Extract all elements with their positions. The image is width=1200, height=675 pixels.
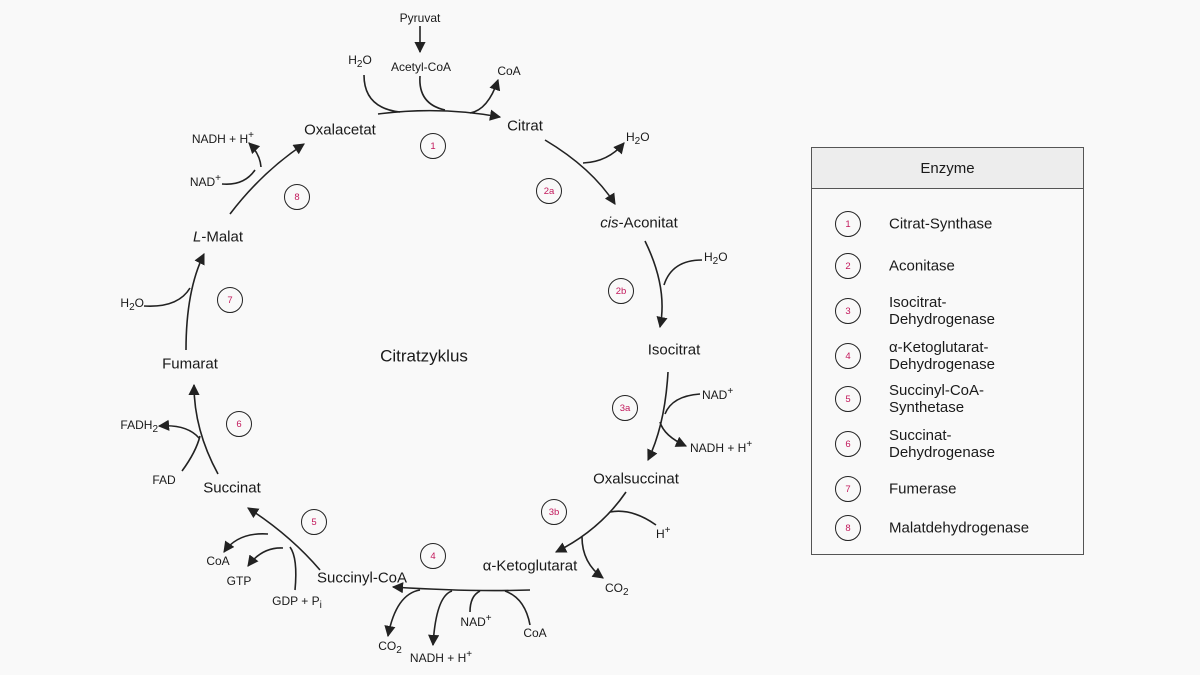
cofactor-gdp-step5: GDP + Pi [272, 593, 322, 612]
metabolite-fumarat: Fumarat [162, 355, 218, 373]
cofactor-co2-step3b: CO2 [605, 580, 629, 599]
step3a-main-arrow [647, 371, 669, 462]
legend-enzyme-name: Aconitase [889, 257, 955, 275]
cofactor-coa-step1: CoA [497, 64, 521, 78]
legend-enzyme-name: Succinat- Dehydrogenase [889, 427, 995, 461]
enzyme-legend: Enzyme 1 Citrat-Synthase 2 Aconitase 3 I… [811, 147, 1084, 555]
legend-number: 5 [835, 386, 861, 412]
cofactor-coa-step5: CoA [206, 554, 230, 568]
metabolite-ketoglutarat: α-Ketoglutarat [482, 557, 578, 575]
step7-main-arrow [185, 252, 205, 351]
metabolite-oxalacetat: Oxalacetat [304, 121, 376, 139]
cofactor-nadh-step4: NADH + H+ [409, 649, 473, 665]
step3b-co2-out [581, 536, 604, 579]
step4-co2-out [384, 589, 421, 638]
cofactor-nad-step3a: NAD+ [702, 386, 734, 402]
metabolite-l-malat: L-Malat [192, 228, 244, 246]
cofactor-nad-step4: NAD+ [460, 613, 492, 629]
step1-main-arrow [377, 109, 502, 121]
metabolite-oxalsuccinat: Oxalsuccinat [593, 470, 679, 488]
step2b-h2o-in [663, 259, 703, 286]
step2a-main-arrow [544, 139, 616, 205]
step6-main-arrow [188, 383, 219, 475]
cofactor-h-step3b: H+ [656, 525, 671, 541]
step-number-3b: 3b [541, 499, 567, 525]
legend-number: 8 [835, 515, 861, 541]
step2b-main-arrow [644, 240, 668, 329]
legend-title: Enzyme [812, 148, 1083, 189]
step2a-h2o-out [582, 142, 625, 164]
step3b-main-arrow [554, 491, 627, 553]
step7-h2o-in [143, 287, 191, 307]
cofactor-nadh-step3a: NADH + H+ [690, 439, 753, 455]
cycle-title: Citratzyklus [380, 346, 468, 366]
legend-enzyme-name: Fumerase [889, 480, 957, 498]
cofactor-pyruvat: Pyruvat [399, 11, 441, 25]
legend-number: 3 [835, 298, 861, 324]
step1-coa-out [469, 78, 501, 114]
cofactor-co2-step4: CO2 [378, 638, 402, 657]
step5-coa-out [223, 533, 269, 553]
legend-enzyme-name: Malatdehydrogenase [889, 519, 1030, 537]
cofactor-h2o-step1: H2O [348, 52, 372, 71]
step-number-3a: 3a [612, 395, 638, 421]
legend-enzyme-name: Succinyl-CoA- Synthetase [889, 382, 985, 416]
legend-enzyme-name: Citrat-Synthase [889, 215, 993, 233]
legend-number: 7 [835, 476, 861, 502]
step4-coa-in [504, 590, 531, 626]
metabolite-isocitrat: Isocitrat [647, 341, 701, 359]
cofactor-fad-step6: FAD [152, 473, 176, 487]
step-number-8: 8 [284, 184, 310, 210]
cofactor-gtp-step5: GTP [226, 574, 252, 588]
step5-gdp-in [289, 546, 297, 591]
cofactor-nadh-step8: NADH + H+ [191, 130, 254, 146]
step5-gtp-out [247, 547, 284, 567]
step8-main-arrow [229, 143, 305, 215]
metabolite-succinyl-coa: Succinyl-CoA [316, 569, 408, 587]
cofactor-nad-step8: NAD+ [189, 173, 221, 189]
cofactor-h2o-step2b: H2O [704, 249, 728, 268]
step-number-7: 7 [217, 287, 243, 313]
step3a-nadh-out [659, 421, 688, 447]
cofactor-h2o-step2a: H2O [626, 129, 650, 148]
step4-main-arrow [391, 582, 531, 594]
metabolite-cis-aconitat: cis-Aconitat [600, 214, 678, 232]
legend-enzyme-name: Isocitrat- Dehydrogenase [889, 294, 995, 328]
legend-enzyme-name: α-Ketoglutarat- Dehydrogenase [889, 339, 995, 373]
step5-main-arrow [247, 507, 321, 571]
legend-number: 2 [835, 253, 861, 279]
step8-nad-in [221, 169, 256, 186]
step6-fadh2-out [157, 419, 200, 439]
step6-fad-in [181, 435, 201, 472]
step1-acetylcoa-in [419, 75, 446, 111]
step8-nadh-out [248, 142, 262, 168]
step4-nad-in [469, 590, 481, 613]
step-number-6: 6 [226, 411, 252, 437]
step1-h2o-in [363, 74, 401, 113]
cofactor-h2o-step7: H2O [120, 295, 144, 314]
legend-number: 1 [835, 211, 861, 237]
step-number-1: 1 [420, 133, 446, 159]
step-number-5: 5 [301, 509, 327, 535]
step4-nadh-out [428, 590, 453, 647]
step3a-nad-in [664, 393, 701, 415]
step3b-h-in [609, 510, 657, 526]
metabolite-succinat: Succinat [203, 479, 261, 497]
metabolite-citrat: Citrat [507, 117, 543, 135]
cofactor-acetyl-coa: Acetyl-CoA [390, 60, 452, 74]
legend-number: 4 [835, 343, 861, 369]
cofactor-coa-step4: CoA [523, 626, 547, 640]
legend-number: 6 [835, 431, 861, 457]
step-number-2a: 2a [536, 178, 562, 204]
step-number-2b: 2b [608, 278, 634, 304]
step-number-4: 4 [420, 543, 446, 569]
cofactor-fadh2-step6: FADH2 [120, 417, 158, 436]
